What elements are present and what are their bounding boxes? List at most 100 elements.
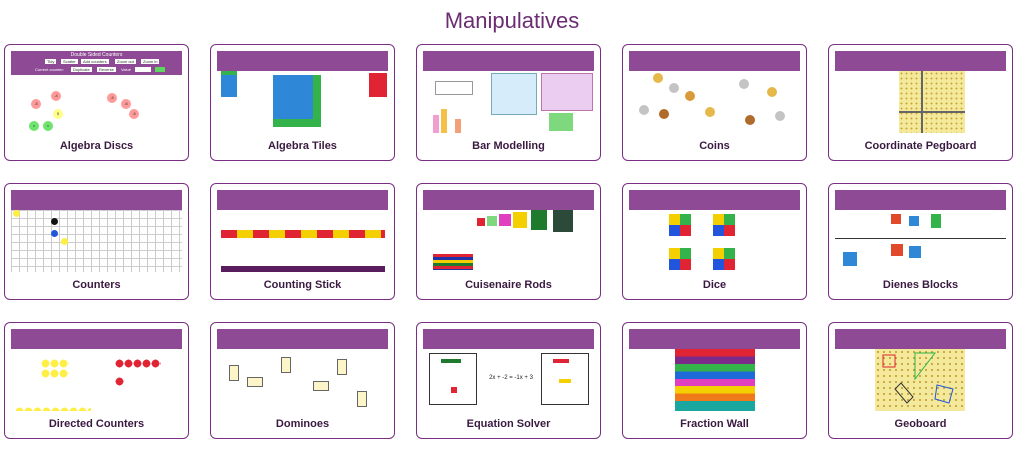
counting-stick[interactable] <box>221 230 385 238</box>
fraction-wall[interactable] <box>675 349 755 411</box>
counter-yellow-2[interactable] <box>61 238 68 245</box>
coin-9[interactable] <box>775 111 785 121</box>
duplicate-button[interactable]: Duplicate <box>71 67 92 72</box>
counter-blue[interactable] <box>51 230 58 237</box>
bar-model-square[interactable] <box>491 73 537 115</box>
coin-4[interactable] <box>639 105 649 115</box>
rod-pink[interactable] <box>499 214 511 226</box>
algebra-discs-thumbnail: Double Sided Counters Tidy Scatter Add c… <box>11 51 182 133</box>
disc-8[interactable]: x <box>43 121 53 131</box>
reverse-button[interactable]: Reverse <box>97 67 116 72</box>
disc-5[interactable]: -5 <box>129 109 139 119</box>
card-directed-counters[interactable]: Directed Counters <box>4 322 189 439</box>
equation-left-x-tile[interactable] <box>441 359 461 363</box>
positive-counters-row[interactable] <box>15 407 91 411</box>
disc-6[interactable]: 5 <box>53 109 63 119</box>
negative-counters[interactable] <box>115 359 161 368</box>
rod-green[interactable] <box>487 216 497 226</box>
die-4[interactable] <box>713 248 735 270</box>
card-fraction-wall[interactable]: Fraction Wall <box>622 322 807 439</box>
negative-counter-single[interactable] <box>115 377 124 386</box>
block-hundred-2[interactable] <box>891 244 903 256</box>
coin-10[interactable] <box>745 115 755 125</box>
block-ten[interactable] <box>909 216 919 226</box>
tile-x-row[interactable] <box>273 119 321 127</box>
counter-black[interactable] <box>51 218 58 225</box>
positive-counters-2[interactable] <box>41 369 69 378</box>
tile-x[interactable] <box>221 75 237 97</box>
value-input[interactable] <box>135 67 151 72</box>
zoom-in-button[interactable]: Zoom in <box>141 59 160 64</box>
card-dominoes[interactable]: Dominoes <box>210 322 395 439</box>
algebra-tiles-thumbnail <box>217 51 388 133</box>
domino-1[interactable] <box>229 365 239 381</box>
bar-col-2[interactable] <box>441 109 447 133</box>
disc-3[interactable]: -5 <box>107 93 117 103</box>
go-button[interactable] <box>155 67 165 72</box>
equation-right-panel[interactable] <box>541 353 589 405</box>
card-algebra-tiles[interactable]: Algebra Tiles <box>210 44 395 161</box>
card-equation-solver[interactable]: 2x + -2 = -1x + 3 Equation Solver <box>416 322 601 439</box>
coin-2[interactable] <box>669 83 679 93</box>
zoom-out-button[interactable]: Zoom out <box>115 59 136 64</box>
equation-right-x-tile[interactable] <box>553 359 569 363</box>
die-1[interactable] <box>669 214 691 236</box>
domino-5[interactable] <box>337 359 347 375</box>
tile-x-column[interactable] <box>313 75 321 119</box>
tile-negative[interactable] <box>369 73 387 97</box>
scatter-button[interactable]: Scatter <box>61 59 78 64</box>
block-cube[interactable] <box>843 252 857 266</box>
coin-3[interactable] <box>685 91 695 101</box>
disc-1[interactable]: -4 <box>51 91 61 101</box>
rod-red[interactable] <box>477 218 485 226</box>
tidy-button[interactable]: Tidy <box>45 59 57 64</box>
bar-grid-green[interactable] <box>549 113 573 131</box>
coin-8[interactable] <box>767 87 777 97</box>
card-coordinate-pegboard[interactable]: Coordinate Pegboard <box>828 44 1013 161</box>
card-counting-stick[interactable]: Counting Stick <box>210 183 395 300</box>
die-2[interactable] <box>713 214 735 236</box>
block-hundred[interactable] <box>891 214 901 224</box>
coin-5[interactable] <box>659 109 669 119</box>
disc-4[interactable]: -6 <box>121 99 131 109</box>
card-bar-modelling[interactable]: Bar Modelling <box>416 44 601 161</box>
block-ten-2[interactable] <box>909 246 921 258</box>
card-counters[interactable]: Counters <box>4 183 189 300</box>
disc-7[interactable]: x <box>29 121 39 131</box>
counter-yellow[interactable] <box>13 210 20 217</box>
add-counters-button[interactable]: Add counters <box>81 59 109 64</box>
bar-model-table[interactable] <box>541 73 593 111</box>
rod-darkgreen[interactable] <box>531 210 547 230</box>
bar-col-1[interactable] <box>433 115 439 133</box>
rod-yellow[interactable] <box>513 212 527 228</box>
domino-2[interactable] <box>247 377 263 387</box>
block-rods[interactable] <box>931 214 941 228</box>
coin-7[interactable] <box>739 79 749 89</box>
card-algebra-discs[interactable]: Double Sided Counters Tidy Scatter Add c… <box>4 44 189 161</box>
pegboard-grid[interactable] <box>899 71 965 133</box>
tile-x-squared[interactable] <box>273 75 313 119</box>
domino-6[interactable] <box>357 391 367 407</box>
positive-counters-1[interactable] <box>41 359 69 368</box>
coin-1[interactable] <box>653 73 663 83</box>
equation-left-unit[interactable] <box>451 387 457 393</box>
equation-right-unit[interactable] <box>559 379 571 383</box>
bar-model-1[interactable] <box>435 81 473 95</box>
disc-2[interactable]: -5 <box>31 99 41 109</box>
tile-unit[interactable] <box>221 71 237 75</box>
bar-col-3[interactable] <box>455 119 461 133</box>
coin-6[interactable] <box>705 107 715 117</box>
card-geoboard[interactable]: Geoboard <box>828 322 1013 439</box>
domino-3[interactable] <box>281 357 291 373</box>
card-dienes-blocks[interactable]: Dienes Blocks <box>828 183 1013 300</box>
domino-4[interactable] <box>313 381 329 391</box>
die-3[interactable] <box>669 248 691 270</box>
counters-grid[interactable] <box>11 210 182 272</box>
rod-dark[interactable] <box>553 210 573 232</box>
card-coins[interactable]: Coins <box>622 44 807 161</box>
dominoes-thumbnail <box>217 329 388 411</box>
equation-left-panel[interactable] <box>429 353 477 405</box>
rod-stack[interactable] <box>433 254 473 270</box>
card-dice[interactable]: Dice <box>622 183 807 300</box>
card-cuisenaire-rods[interactable]: Cuisenaire Rods <box>416 183 601 300</box>
